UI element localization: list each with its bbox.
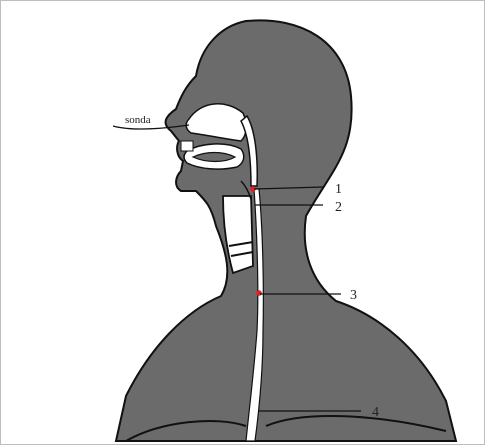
marker-label-1: 1 xyxy=(335,182,342,197)
marker-label-3: 3 xyxy=(350,288,357,303)
marker-label-2: 2 xyxy=(335,200,342,215)
marker-dot-3 xyxy=(256,290,262,296)
teeth xyxy=(181,141,193,151)
marker-label-4: 4 xyxy=(372,405,379,420)
body-silhouette xyxy=(116,20,456,441)
probe-label: sonda xyxy=(125,114,151,126)
